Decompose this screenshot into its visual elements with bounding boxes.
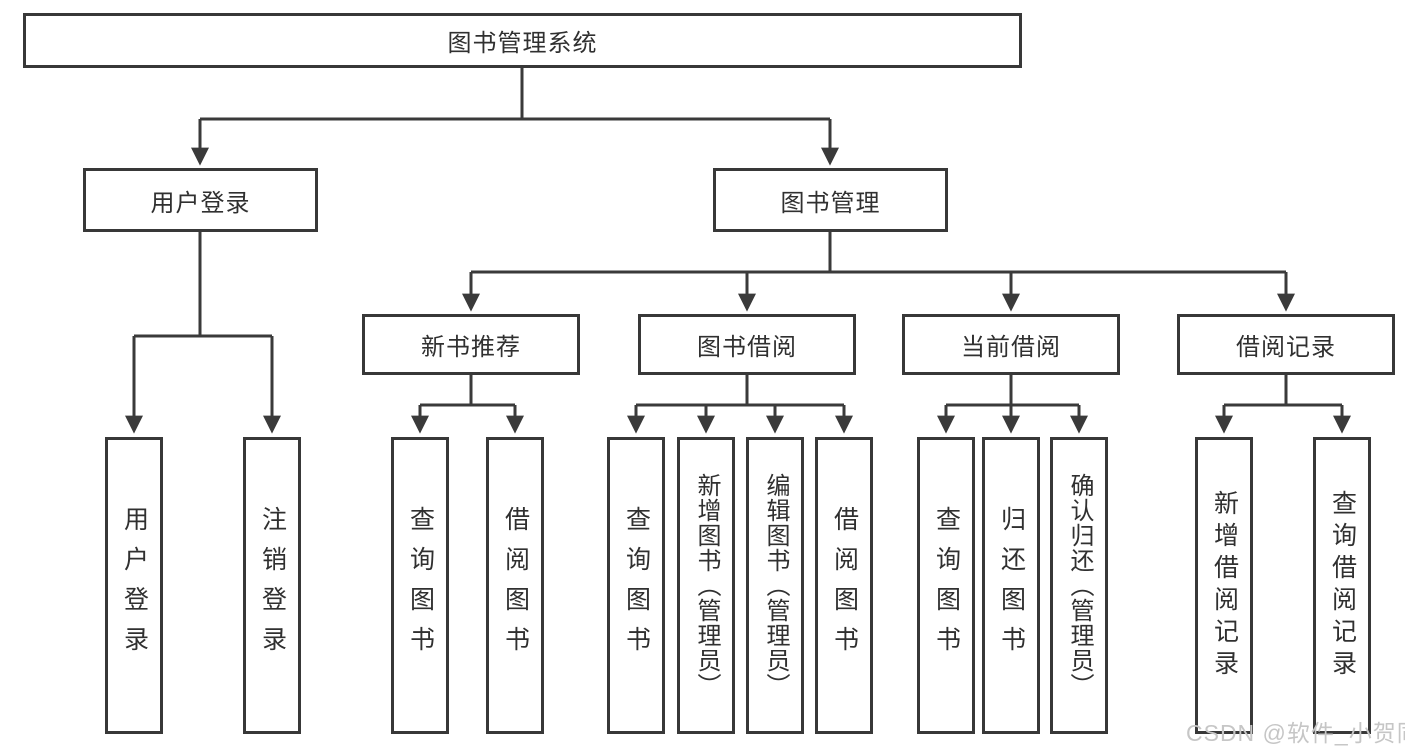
leaf-recommend-borrow-books-label: 借阅图书 xyxy=(501,505,530,666)
leaf-user-login: 用户登录 xyxy=(105,437,163,734)
leaf-borrow-edit-books-admin: 编辑图书（管理员） xyxy=(746,437,804,734)
leaf-borrow-borrow-books: 借阅图书 xyxy=(815,437,873,734)
leaf-user-login-label: 用户登录 xyxy=(120,505,149,666)
leaf-records-query-record-label: 查询借阅记录 xyxy=(1328,489,1357,682)
node-user-login-label: 用户登录 xyxy=(150,189,251,217)
node-book-borrow-label: 图书借阅 xyxy=(697,334,797,361)
leaf-current-query-books: 查询图书 xyxy=(917,437,975,734)
leaf-records-query-record: 查询借阅记录 xyxy=(1313,437,1371,734)
node-root: 图书管理系统 xyxy=(23,13,1022,68)
leaf-borrow-add-books-admin: 新增图书（管理员） xyxy=(677,437,735,734)
leaf-logout-label: 注销登录 xyxy=(258,505,287,666)
leaf-current-return-books: 归还图书 xyxy=(982,437,1040,734)
node-new-book-recommend: 新书推荐 xyxy=(362,314,580,375)
node-borrow-records: 借阅记录 xyxy=(1177,314,1395,375)
leaf-records-add-record-label: 新增借阅记录 xyxy=(1210,489,1239,682)
leaf-borrow-add-books-admin-label: 新增图书（管理员） xyxy=(693,473,720,698)
leaf-current-return-books-label: 归还图书 xyxy=(997,505,1026,666)
csdn-watermark: CSDN @软件_小贺同学 xyxy=(1186,720,1405,746)
leaf-current-confirm-return-admin-label: 确认归还（管理员） xyxy=(1066,473,1093,698)
node-current-borrow: 当前借阅 xyxy=(902,314,1120,375)
node-user-login: 用户登录 xyxy=(83,168,318,232)
leaf-recommend-borrow-books: 借阅图书 xyxy=(486,437,544,734)
node-root-label: 图书管理系统 xyxy=(447,30,598,57)
leaf-records-add-record: 新增借阅记录 xyxy=(1195,437,1253,734)
leaf-current-confirm-return-admin: 确认归还（管理员） xyxy=(1050,437,1108,734)
leaf-current-query-books-label: 查询图书 xyxy=(932,505,961,666)
leaf-borrow-borrow-books-label: 借阅图书 xyxy=(830,505,859,666)
node-book-management-label: 图书管理 xyxy=(780,189,881,217)
leaf-recommend-query-books: 查询图书 xyxy=(391,437,449,734)
leaf-borrow-edit-books-admin-label: 编辑图书（管理员） xyxy=(762,473,789,698)
leaf-logout: 注销登录 xyxy=(243,437,301,734)
node-new-book-recommend-label: 新书推荐 xyxy=(421,334,521,361)
leaf-borrow-query-books: 查询图书 xyxy=(607,437,665,734)
leaf-borrow-query-books-label: 查询图书 xyxy=(622,505,651,666)
node-borrow-records-label: 借阅记录 xyxy=(1236,334,1336,361)
node-current-borrow-label: 当前借阅 xyxy=(961,334,1061,361)
node-book-management: 图书管理 xyxy=(713,168,948,232)
node-book-borrow: 图书借阅 xyxy=(638,314,856,375)
leaf-recommend-query-books-label: 查询图书 xyxy=(406,505,435,666)
